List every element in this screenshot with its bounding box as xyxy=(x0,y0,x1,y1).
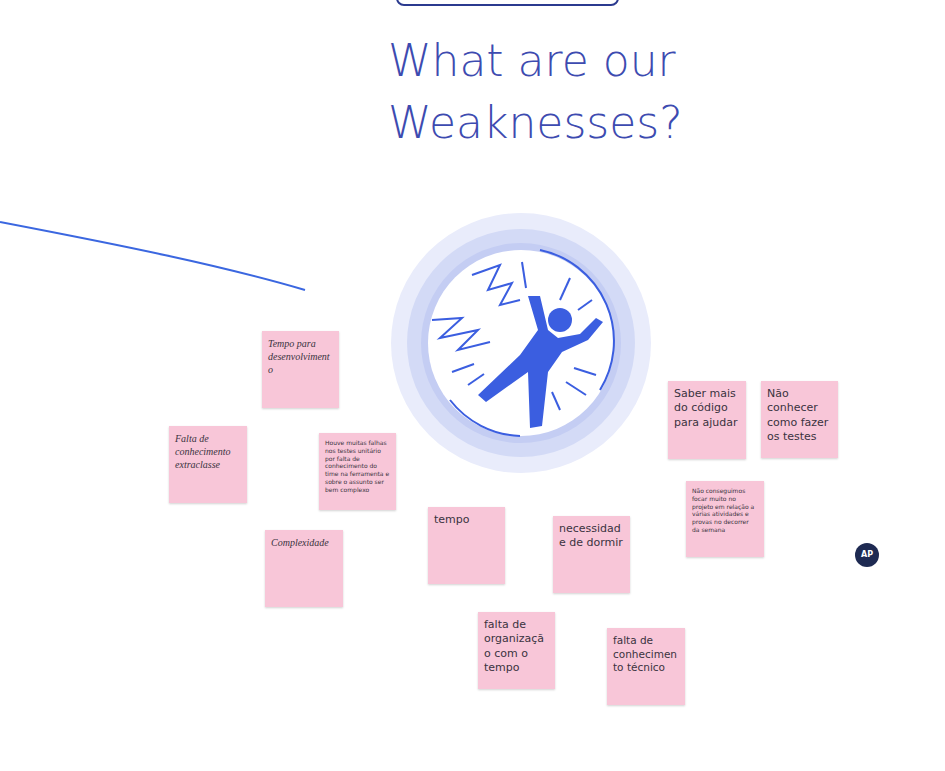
note-text: tempo xyxy=(434,513,499,527)
sticky-note: Saber mais do código para ajudar xyxy=(668,381,746,459)
note-text: necessidade de dormir xyxy=(559,522,624,551)
note-text: Não conhecer como fazer os testes xyxy=(767,387,832,444)
halo-ring xyxy=(421,243,621,443)
sticky-note: Complexidade xyxy=(265,530,343,607)
sticky-note: falta de conhecimento técnico xyxy=(607,628,685,705)
arc xyxy=(540,250,614,390)
halo-outer xyxy=(391,213,651,473)
halo-mid xyxy=(407,229,635,457)
sticky-note: Houve muitas falhas nos testes unitário … xyxy=(319,433,396,510)
button-outline xyxy=(397,0,618,5)
sticky-note: Falta de conhecimento extraclasse xyxy=(169,426,247,503)
note-text: Saber mais do código para ajudar xyxy=(674,387,740,430)
note-text: falta de organização com o tempo xyxy=(484,618,549,675)
note-text: Houve muitas falhas nos testes unitário … xyxy=(325,439,390,494)
title: What are our Weaknesses? xyxy=(388,30,808,154)
sticky-note: Tempo para desenvolvimento xyxy=(262,331,339,408)
lightning xyxy=(432,265,520,350)
note-text: Falta de conhecimento extraclasse xyxy=(175,432,241,471)
sticky-note: falta de organização com o tempo xyxy=(478,612,555,689)
drawn-line xyxy=(0,222,305,290)
falling-person xyxy=(478,296,603,428)
note-text: Complexidade xyxy=(271,536,337,549)
arc xyxy=(450,400,520,436)
note-text: Não conseguimos focar muito no projeto e… xyxy=(692,487,758,534)
halo-inner xyxy=(428,250,614,436)
sticky-note: necessidade de dormir xyxy=(553,516,630,593)
note-text: falta de conhecimento técnico xyxy=(613,634,679,675)
sticky-note: tempo xyxy=(428,507,505,584)
sticky-note: Não conhecer como fazer os testes xyxy=(761,381,838,458)
note-text: Tempo para desenvolvimento xyxy=(268,337,333,376)
user-avatar: AP xyxy=(855,543,879,567)
sticky-note: Não conseguimos focar muito no projeto e… xyxy=(686,481,764,557)
